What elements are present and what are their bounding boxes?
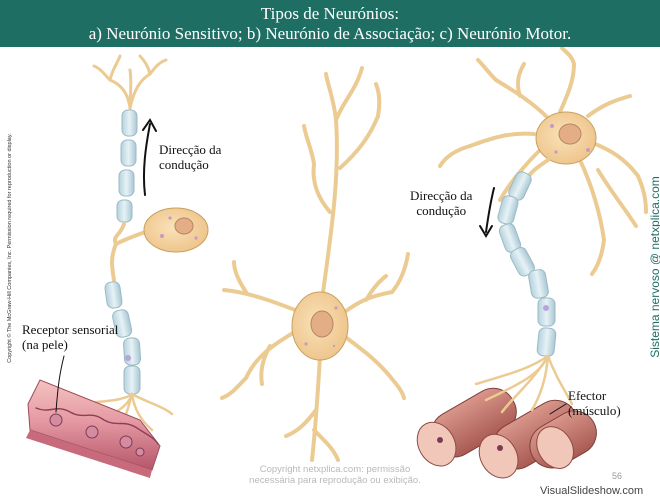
direction-label-left-line1: Direcção da [159, 142, 222, 157]
watermark: Copyright netxplica.com: permissão neces… [230, 464, 440, 486]
motor-nucleus [558, 123, 582, 145]
slide-title: Tipos de Neurónios: [260, 4, 400, 23]
receptor-label-line2: (na pele) [22, 337, 68, 352]
diagram-stage: Direcção da condução Receptor sensorial … [0, 47, 660, 500]
receptor-label-line1: Receptor sensorial [22, 322, 119, 337]
sensory-nucleus [174, 217, 194, 235]
watermark-line2: necessária para reprodução ou exibição. [249, 475, 421, 486]
sensory-myelin-upper [116, 109, 138, 223]
receptor-label: Receptor sensorial (na pele) [22, 322, 118, 352]
sensory-axon-terminals-top [92, 54, 168, 110]
sensory-neuron [26, 54, 209, 478]
footer-brand[interactable]: VisualSlideshow.com [540, 485, 644, 497]
effector-label-line1: Efector [568, 388, 607, 403]
effector-pointer [549, 403, 567, 415]
page-number: 56 [612, 471, 623, 481]
interneuron-dendrites [220, 66, 410, 462]
receptor-pointer [55, 355, 65, 413]
muscle-fibers [416, 387, 597, 479]
direction-label-right-line1: Direcção da [410, 188, 473, 203]
interneuron-nucleus [310, 310, 334, 338]
slide-subtitle: a) Neurónio Sensitivo; b) Neurónio de As… [88, 24, 572, 43]
direction-label-left-line2: condução [159, 157, 209, 172]
neuron-illustration [26, 47, 648, 479]
effector-label: Efector (músculo) [568, 388, 621, 418]
arrow-up-icon [142, 118, 157, 196]
direction-label-right: Direcção da condução [410, 188, 472, 218]
watermark-line1: Copyright netxplica.com: permissão [259, 464, 411, 475]
direction-label-left: Direcção da condução [159, 142, 221, 172]
association-neuron [220, 66, 410, 462]
copyright-side-text: Copyright © The McGraw-Hill Companies, I… [7, 133, 13, 363]
brand-side-text: Sistema nervoso @ netxplica.com [648, 176, 660, 358]
motor-myelin [497, 171, 557, 357]
arrow-down-icon [479, 187, 495, 238]
effector-label-line2: (músculo) [568, 403, 621, 418]
direction-label-right-line2: condução [416, 203, 467, 218]
title-bar: Tipos de Neurónios: a) Neurónio Sensitiv… [0, 0, 660, 47]
motor-neuron [416, 47, 648, 479]
skin-block [26, 379, 161, 478]
motor-axon-terminals [474, 354, 574, 414]
